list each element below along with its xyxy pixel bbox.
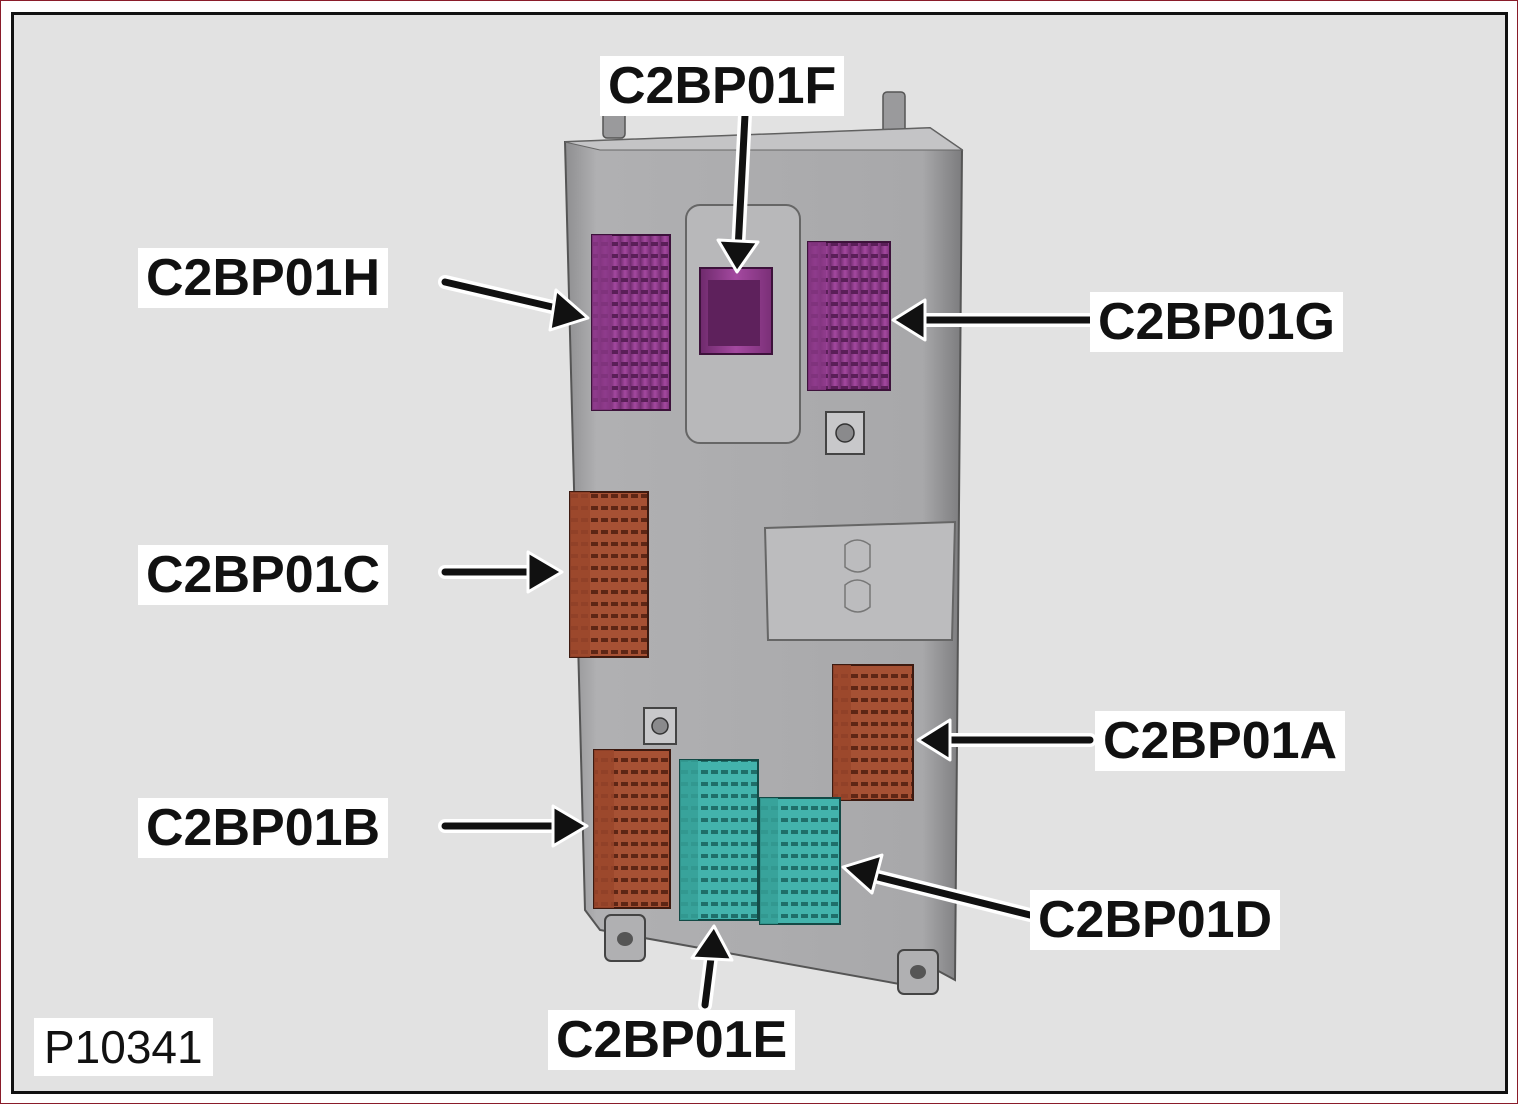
arrow-h bbox=[438, 275, 590, 332]
arrow-f bbox=[716, 108, 760, 274]
leader-arrows bbox=[438, 108, 1097, 1012]
label-c2bp01e: C2BP01E bbox=[548, 1010, 796, 1070]
label-c2bp01d: C2BP01D bbox=[1030, 890, 1281, 950]
connector-e bbox=[679, 759, 759, 921]
figure-reference-id: P10341 bbox=[34, 1018, 213, 1076]
connector-f bbox=[699, 267, 773, 355]
mounting-tabs bbox=[604, 914, 939, 995]
connector-d bbox=[759, 797, 841, 925]
label-c2bp01g: C2BP01G bbox=[1090, 292, 1343, 352]
arrow-a bbox=[916, 718, 1097, 762]
arrow-c bbox=[438, 550, 564, 594]
arrow-g bbox=[891, 298, 1097, 342]
connector-c bbox=[569, 491, 649, 658]
label-c2bp01f: C2BP01F bbox=[600, 56, 845, 116]
connector-a bbox=[832, 664, 914, 801]
connector-h bbox=[591, 234, 671, 411]
arrow-d bbox=[841, 853, 1037, 922]
label-c2bp01c: C2BP01C bbox=[138, 545, 389, 605]
label-c2bp01b: C2BP01B bbox=[138, 798, 389, 858]
arrow-b bbox=[438, 804, 589, 848]
label-c2bp01a: C2BP01A bbox=[1095, 711, 1346, 771]
arrow-e bbox=[690, 924, 734, 1012]
connector-g bbox=[807, 241, 891, 391]
label-c2bp01h: C2BP01H bbox=[138, 248, 389, 308]
connector-b bbox=[593, 749, 671, 909]
